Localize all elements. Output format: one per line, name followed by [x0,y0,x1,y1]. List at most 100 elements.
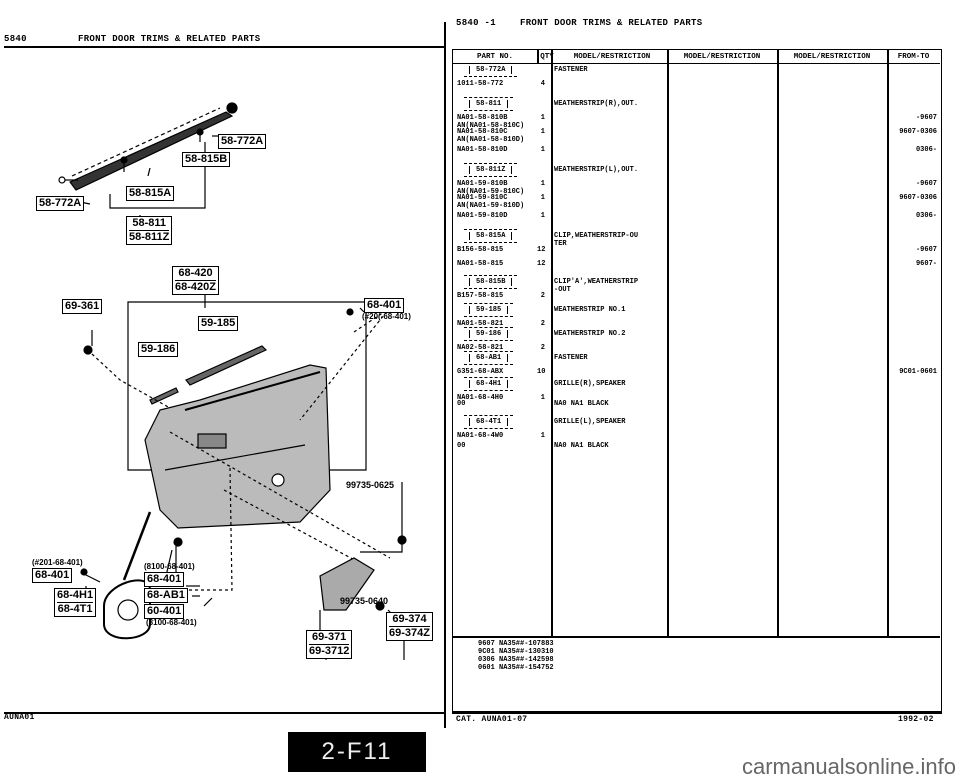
label-69-3712: 69-3712 [309,644,350,657]
row-qty: 2 [540,292,545,300]
parts-table: PART NO. QTY MODEL/RESTRICTION MODEL/RES… [452,49,942,712]
row-qty: 1 [540,146,545,154]
label-69-371: 69-371 [312,631,347,643]
table-footer-rule [453,636,940,638]
row-description: NA0 NA1 BLACK [554,400,609,408]
boxed-ref-label: 68-AB1 [463,351,514,365]
row-qty: 1 [540,128,545,136]
left-header-rule [4,46,444,48]
footnote-3: 0306 NA35##-142598 [478,656,554,664]
ref-right: (#20(-68-401) [362,312,411,321]
row-part-number: G351-68-ABX [457,368,504,376]
row-part-number: NA02-58-821 [457,344,504,352]
label-58-811Z: 58-811Z [129,230,170,243]
label-58-772A-left: 58-772A [36,196,85,211]
exploded-diagram: 58-772A 58-815B 58-815A 58-772A 58-811 5… [0,50,444,710]
row-description: NA0 NA1 BLACK [554,442,609,450]
row-description: FASTENER [554,354,588,362]
label-68-AB1: 68-AB1 [144,588,188,603]
label-68-4T1: 68-4T1 [57,602,94,615]
row-boxed-ref: 59-185 [457,303,545,317]
row-part-number: NA01-58-815 [457,260,504,268]
right-page-code: 5840 -1 [456,18,496,28]
row-part-number: NA01-68-4W0 [457,432,504,440]
row-boxed-ref: 58-811Z [457,163,545,177]
label-69-374-group: 69-374 69-374Z [386,612,433,641]
row-description: CLIP'A',WEATHERSTRIP [554,278,639,286]
right-page-title: FRONT DOOR TRIMS & RELATED PARTS [520,18,703,28]
left-page-title: FRONT DOOR TRIMS & RELATED PARTS [78,34,261,44]
col-header-model-1: MODEL/RESTRICTION [557,50,667,64]
row-part-number: B156-58-815 [457,246,504,254]
part-number-99735-0625: 99735-0625 [346,480,395,490]
row-part-number: NA01-58-821 [457,320,504,328]
row-from-to: 9C01-0601 [899,368,937,376]
row-qty: 1 [540,432,545,440]
footnote-4: 0601 NA35##-154752 [478,664,554,672]
row-qty: 10 [537,368,546,376]
label-58-815B: 58-815B [182,152,231,167]
row-boxed-ref: 58-811 [457,97,545,111]
row-description: FASTENER [554,66,588,74]
row-from-to: 0306- [915,212,937,220]
label-69-374: 69-374 [392,613,427,625]
row-from-to: 9607-0306 [899,194,937,202]
label-69-361: 69-361 [62,299,103,314]
left-catalog-code: AUNA01 [4,713,35,722]
weatherstrip-shape [69,111,234,191]
label-68-420: 68-420 [178,267,213,279]
row-part-number-alt: AN(NA01-58-810D) [457,136,525,144]
row-qty: 12 [537,260,546,268]
col-header-from-to: FROM-TO [887,50,940,64]
col-header-part-no: PART NO. [453,50,537,64]
label-68-401-right: 68-401 [364,298,405,313]
boxed-ref-label: 58-772A [463,63,518,77]
label-69-371-group: 69-371 69-3712 [306,630,353,659]
boxed-ref-label: 59-186 [463,327,514,341]
label-68-4H1: 68-4H1 [57,589,94,601]
row-from-to: -9607 [915,180,937,188]
row-qty: 1 [540,212,545,220]
row-qty: 4 [540,80,545,88]
row-qty: 2 [540,320,545,328]
row-description: WEATHERSTRIP NO.2 [554,330,626,338]
row-description: GRILLE(L),SPEAKER [554,418,626,426]
row-part-number: NA01-58-810B [457,114,508,122]
label-58-811: 58-811 [132,217,167,229]
row-description: CLIP,WEATHERSTRIP-OU [554,232,639,240]
boxed-ref-label: 58-811 [463,97,514,111]
row-boxed-ref: 58-772A [457,63,545,77]
row-part-number: NA01-58-810C [457,128,508,136]
boxed-ref-label: 59-185 [463,303,514,317]
label-69-374Z: 69-374Z [389,626,430,639]
row-qty: 12 [537,246,546,254]
row-qty: 1 [540,180,545,188]
boxed-ref-label: 68-4H1 [463,377,514,391]
ref-mid: (8100-68-401) [144,562,195,571]
catalog-number: CAT. AUNA01-07 [456,715,528,724]
label-68-420Z: 68-420Z [175,280,216,293]
catalog-date: 1992-02 [898,715,934,724]
row-qty: 2 [540,344,545,352]
row-boxed-ref: 68-4H1 [457,377,545,391]
label-68-4H1-group: 68-4H1 68-4T1 [54,588,97,617]
row-part-number: 1011-58-772 [457,80,504,88]
row-description: WEATHERSTRIP(R),OUT. [554,100,639,108]
ref-left: (#201-68-401) [32,558,83,567]
row-description: WEATHERSTRIP NO.1 [554,306,626,314]
row-description-cont: TER [554,240,567,248]
col-header-model-2: MODEL/RESTRICTION [667,50,777,64]
footnote-1: 9607 NA35##-107883 [478,640,554,648]
label-58-815A: 58-815A [126,186,175,201]
page-divider [444,22,446,728]
row-description: GRILLE(R),SPEAKER [554,380,626,388]
row-part-number: NA01-58-810D [457,146,508,154]
row-part-number: NA01-59-810C [457,194,508,202]
row-from-to: -9607 [915,114,937,122]
row-boxed-ref: 59-186 [457,327,545,341]
row-from-to: -9607 [915,246,937,254]
ref-low: (8100-68-401) [146,618,197,627]
label-58-772A-top: 58-772A [218,134,267,149]
left-page-code: 5840 [4,34,27,44]
part-number-99735-0640: 99735-0640 [340,596,389,606]
